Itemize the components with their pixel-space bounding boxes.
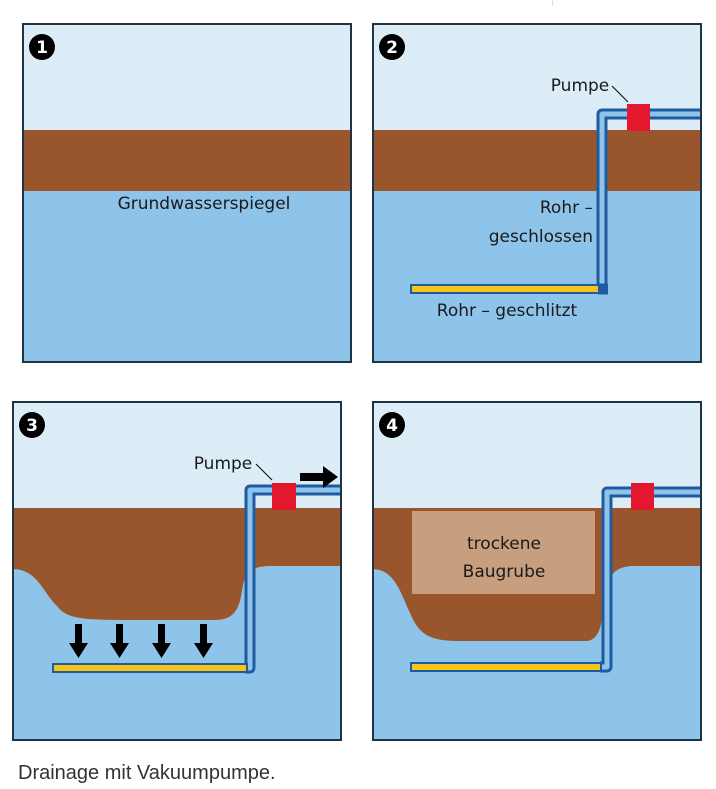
- lowered-groundwater: [12, 566, 342, 741]
- outflow-arrow-icon: [300, 466, 338, 488]
- panel-number-4: 4: [386, 416, 398, 436]
- soil-layer: [372, 130, 702, 193]
- slotted-pipe: [54, 665, 246, 671]
- panel-frame: [372, 23, 702, 363]
- closed-pipe-label-line2: geschlossen: [489, 227, 593, 247]
- groundwater-level-label: Grundwasserspiegel: [118, 194, 291, 214]
- pump-label: Pumpe: [551, 76, 610, 96]
- panel-number-1: 1: [36, 38, 48, 58]
- panel-4: trockene Baugrube 4: [372, 401, 702, 741]
- panel-4-illustration: trockene Baugrube 4: [372, 401, 702, 741]
- slotted-pipe: [412, 664, 600, 670]
- top-edge-mark: [552, 0, 553, 6]
- dry-excavation-pit: [412, 511, 595, 594]
- panel-number-3: 3: [26, 416, 38, 436]
- figure-caption: Drainage mit Vakuumpumpe.: [18, 762, 276, 784]
- panel-frame: [12, 401, 342, 741]
- panel-2-illustration: Pumpe Rohr – geschlossen Rohr – geschlit…: [372, 23, 702, 363]
- panel-number-2: 2: [386, 38, 398, 58]
- panel-number-badge: [379, 412, 405, 438]
- panel-3-illustration: Pumpe 3: [12, 401, 342, 741]
- panel-number-badge: [29, 34, 55, 60]
- groundwater-area: [372, 191, 702, 363]
- down-arrow-icon: [152, 624, 171, 658]
- pump-leader-line: [255, 463, 273, 481]
- panel-1: Grundwasserspiegel 1: [22, 23, 352, 363]
- pump-leader-line: [611, 85, 629, 103]
- closed-pipe: [599, 111, 702, 290]
- panel-2: Pumpe Rohr – geschlossen Rohr – geschlit…: [372, 23, 702, 363]
- closed-pipe: [600, 489, 702, 670]
- pump: [631, 483, 654, 510]
- down-arrow-icon: [110, 624, 129, 658]
- panel-frame: [22, 23, 352, 363]
- down-arrow-icon: [194, 624, 213, 658]
- pump-label: Pumpe: [194, 454, 253, 474]
- groundwater-area: [22, 191, 352, 363]
- soil-layer: [22, 130, 352, 193]
- dry-pit-label-line1: trockene: [467, 534, 541, 554]
- panel-frame: [372, 401, 702, 741]
- slotted-pipe-label: Rohr – geschlitzt: [437, 301, 578, 321]
- pump: [627, 104, 650, 131]
- down-arrow-icon: [69, 624, 88, 658]
- panel-number-badge: [379, 34, 405, 60]
- lowered-groundwater: [372, 566, 702, 741]
- panel-number-badge: [19, 412, 45, 438]
- closed-pipe-label-line1: Rohr –: [540, 198, 593, 218]
- panel-1-illustration: Grundwasserspiegel 1: [22, 23, 352, 363]
- pump: [272, 483, 296, 510]
- dry-pit-label-line2: Baugrube: [463, 562, 546, 582]
- panel-3: Pumpe 3: [12, 401, 342, 741]
- slotted-pipe: [412, 286, 598, 292]
